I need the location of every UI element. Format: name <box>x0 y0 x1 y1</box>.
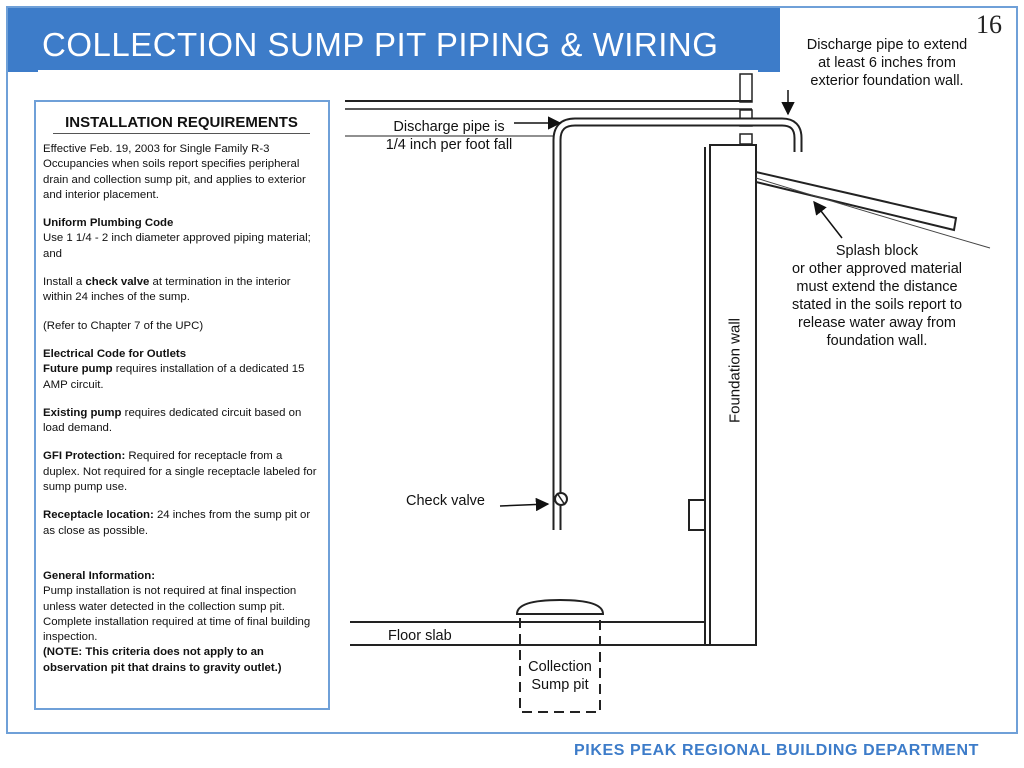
discharge-extend-line-2: at least 6 inches from <box>818 55 956 71</box>
discharge-fall-line-1: Discharge pipe is <box>393 119 505 135</box>
floor-slab-label: Floor slab <box>388 628 452 644</box>
upc-heading: Uniform Plumbing Code <box>43 217 174 230</box>
existing-pump-section: Existing pump requires dedicated circuit… <box>43 406 320 437</box>
future-pump-text: requires installation of a dedicated 15 … <box>43 363 305 391</box>
page-frame <box>6 6 1018 734</box>
future-pump-bold: Future pump <box>43 363 113 376</box>
receptacle-section: Receptacle location: 24 inches from the … <box>43 508 320 539</box>
electrical-heading: Electrical Code for Outlets <box>43 347 187 360</box>
check-valve-label: Check valve <box>406 493 485 509</box>
general-note: (NOTE: This criteria does not apply to a… <box>43 646 282 674</box>
general-text: Pump installation is not required at fin… <box>43 585 311 644</box>
upc-reference: (Refer to Chapter 7 of the UPC) <box>43 319 204 332</box>
sump-label-line-1: Collection <box>528 659 592 675</box>
check-valve-requirement: Install a check valve at termination in … <box>43 275 320 306</box>
foundation-wall-label: Foundation wall <box>726 317 744 424</box>
discharge-pipe-inner <box>554 119 801 530</box>
discharge-extend-line-3: exterior foundation wall. <box>810 73 964 89</box>
discharge-fall-line-2: 1/4 inch per foot fall <box>385 137 513 153</box>
requirements-intro: Effective Feb. 19, 2003 for Single Famil… <box>43 143 306 201</box>
title-banner: COLLECTION SUMP PIT PIPING & WIRING <box>8 8 780 72</box>
gfi-bold: GFI Protection: <box>43 450 126 463</box>
sump-pit-outline <box>519 618 601 713</box>
splash-line-6: foundation wall. <box>826 333 928 349</box>
sill-plate <box>739 133 753 145</box>
existing-pump-bold: Existing pump <box>43 406 122 419</box>
upc-text: Use 1 1/4 - 2 inch diameter approved pip… <box>43 232 311 260</box>
installation-requirements-panel: INSTALLATION REQUIREMENTS Effective Feb.… <box>34 100 330 710</box>
receptacle-bold: Receptacle location: <box>43 509 154 522</box>
page-title: COLLECTION SUMP PIT PIPING & WIRING <box>42 26 719 63</box>
discharge-extend-line-1: Discharge pipe to extend <box>806 37 968 53</box>
splash-line-4: stated in the soils report to <box>791 297 963 313</box>
foundation-wall <box>709 144 757 646</box>
gfi-text: Required for receptacle from a duplex. N… <box>43 450 317 494</box>
sump-label-line-2: Sump pit <box>531 677 589 693</box>
check-valve-arrow <box>499 497 550 512</box>
sump-pit-lid <box>515 598 605 615</box>
general-heading: General Information: <box>43 569 156 582</box>
requirements-title: INSTALLATION REQUIREMENTS <box>65 114 298 131</box>
splash-line-1: Splash block <box>835 243 919 259</box>
splash-line-2: or other approved material <box>791 261 963 277</box>
splash-block <box>755 170 958 232</box>
discharge-extend-label: Discharge pipe to extend at least 6 inch… <box>796 36 978 90</box>
splash-line-3: must extend the distance <box>796 279 958 295</box>
check-post: at termination in the interior within 24… <box>43 276 291 304</box>
rim-joist-upper <box>739 73 753 103</box>
existing-pump-text: requires dedicated circuit based on load… <box>43 406 302 435</box>
requirements-title-rule <box>53 133 310 134</box>
check-bold: check valve <box>85 276 150 289</box>
discharge-fall-label: Discharge pipe is 1/4 inch per foot fall <box>374 118 524 154</box>
gfi-section: GFI Protection: Required for receptacle … <box>43 449 320 495</box>
receptacle-outlet <box>688 499 706 531</box>
department-footer: PIKES PEAK REGIONAL BUILDING DEPARTMENT <box>574 742 980 759</box>
check-pre: Install a <box>43 276 86 289</box>
general-section: General Information: Pump installation is… <box>43 569 320 676</box>
splash-arrow <box>813 200 843 239</box>
splash-block-label: Splash block or other approved material … <box>770 242 984 350</box>
title-underline <box>38 70 758 72</box>
check-valve-flap <box>556 492 566 506</box>
receptacle-text: 24 inches from the sump pit or as close … <box>43 509 311 537</box>
page-number: 16 <box>976 10 1002 39</box>
grade-line <box>755 177 991 249</box>
splash-line-5: release water away from <box>798 315 956 331</box>
sump-pit-label: Collection Sump pit <box>516 658 604 694</box>
